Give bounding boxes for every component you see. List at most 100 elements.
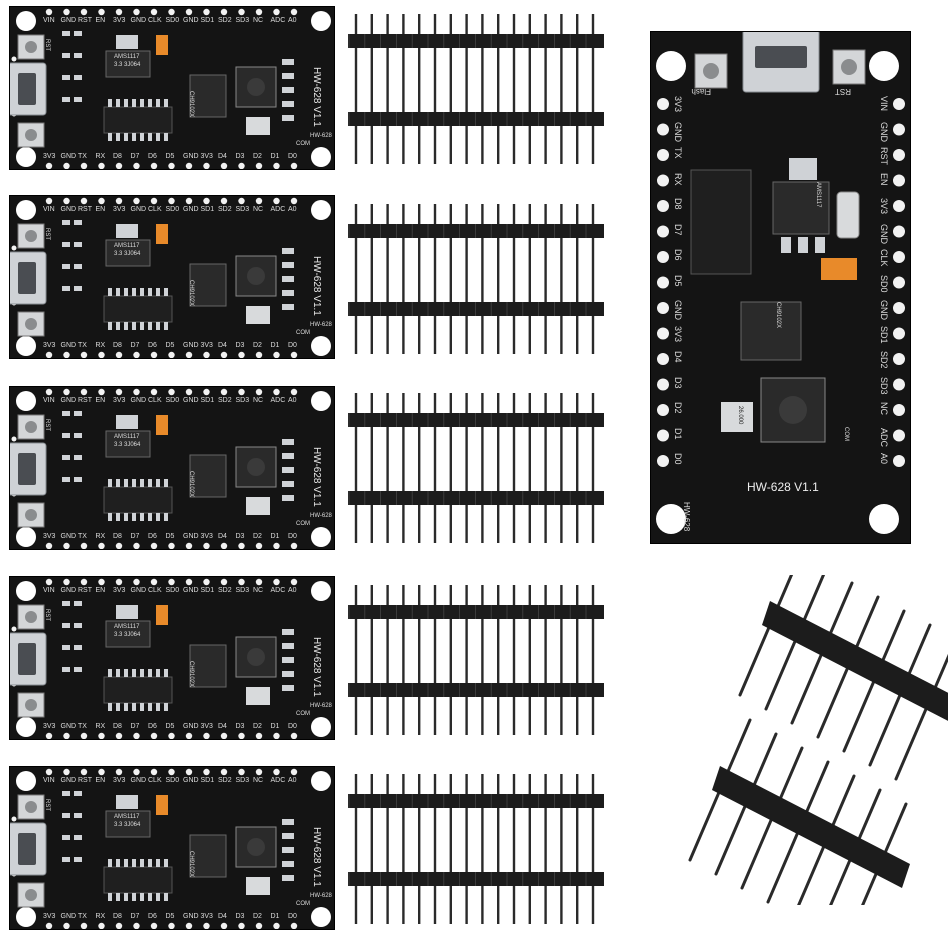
header-pin <box>576 393 579 543</box>
top-pin-label: NC <box>253 777 264 784</box>
smd-component <box>62 433 70 438</box>
bottom-pin-label: D3 <box>235 723 245 730</box>
big-left-pin-label: TX <box>673 147 683 159</box>
top-pin-label: EN <box>95 397 106 404</box>
pin-pad <box>45 162 53 169</box>
pin-pad <box>150 578 158 586</box>
smd-component <box>282 495 294 501</box>
big-left-pin-label: GND <box>673 121 683 142</box>
regulator-chip <box>105 810 151 838</box>
pin-pad <box>255 351 263 358</box>
crystal-26mhz <box>246 306 270 324</box>
crystal-26mhz <box>246 877 270 895</box>
header-pin <box>544 774 547 924</box>
pin-pad <box>80 732 88 739</box>
smd-component <box>282 101 294 107</box>
pin-pad <box>203 768 210 776</box>
top-pin-label: RST <box>78 397 92 404</box>
bottom-pin-label: D5 <box>165 913 175 920</box>
bottom-pin-label: D8 <box>113 342 122 349</box>
bottom-pin-label: TX <box>78 533 87 540</box>
usb-uart-chip <box>103 866 173 894</box>
bottom-pin-label: D8 <box>113 913 122 920</box>
header-pin <box>354 393 358 543</box>
pin-pad <box>185 197 193 205</box>
pin-pad <box>893 378 905 391</box>
top-pin-label: 3V3 <box>113 777 126 784</box>
big-board-com-label: COM <box>843 427 849 441</box>
mount-hole <box>16 907 36 927</box>
pin-pad <box>273 197 280 205</box>
pin-pad <box>238 351 245 358</box>
loose-pin-headers <box>680 553 950 946</box>
header-pin <box>465 393 468 543</box>
pin-pad <box>185 388 193 396</box>
pin-pad <box>168 732 175 739</box>
top-pin-label: 3V3 <box>113 397 126 404</box>
smd-component <box>62 667 70 672</box>
rst-label: RST <box>44 419 50 431</box>
pin-pad <box>115 8 123 16</box>
big-right-pin-label: EN <box>879 172 889 186</box>
pin-pad <box>657 123 669 136</box>
bottom-pin-label: D7 <box>130 342 140 349</box>
top-pin-label: SD3 <box>235 587 250 594</box>
pin-pad <box>273 578 280 586</box>
mount-hole <box>311 527 331 547</box>
bottom-pin-label: 3V3 <box>43 723 56 730</box>
pin-pad <box>133 542 140 549</box>
top-pin-label: CLK <box>148 206 162 213</box>
pin-pad <box>45 768 53 776</box>
smd-component <box>282 453 294 459</box>
pin-pad <box>98 162 105 169</box>
header-pin <box>481 393 484 543</box>
pin-pad <box>11 56 17 62</box>
smd-component <box>62 601 70 606</box>
pin-pad <box>80 162 88 169</box>
pin-pad <box>63 732 70 739</box>
pin-pad <box>255 768 263 776</box>
top-pin-label: SD0 <box>165 777 180 784</box>
bottom-pin-label: D4 <box>218 342 227 349</box>
pin-pad <box>80 542 88 549</box>
flash-memory-chip <box>189 74 227 118</box>
smd-component <box>62 645 70 650</box>
smd-component <box>282 847 294 853</box>
pin-pad <box>893 251 905 263</box>
pin-pad <box>80 8 88 16</box>
mount-hole <box>869 504 899 534</box>
top-pin-label: GND <box>60 206 77 213</box>
big-right-pin-label: VIN <box>879 96 889 112</box>
pin-pad <box>220 162 228 169</box>
header-pin <box>449 204 452 354</box>
smd-component <box>282 657 294 663</box>
bottom-pin-label: D6 <box>148 533 157 540</box>
big-left-pin-label: D6 <box>673 249 683 261</box>
pin-pad <box>657 276 669 289</box>
pin-pad <box>98 578 105 586</box>
pin-pad <box>203 8 210 16</box>
smd-component <box>62 264 70 269</box>
smd-component <box>74 31 82 36</box>
header-pin <box>544 585 547 735</box>
pin-pad <box>115 351 123 358</box>
top-pin-label: SD3 <box>235 206 250 213</box>
smd-component <box>74 857 82 862</box>
header-pin <box>465 585 468 735</box>
top-pin-label: GND <box>130 17 147 24</box>
pin-pad <box>203 388 210 396</box>
flash-memory-chip <box>189 644 227 688</box>
top-pin-label: GND <box>130 587 147 594</box>
header-plastic-bar <box>348 302 604 316</box>
top-pin-label: VIN <box>43 777 55 784</box>
header-pin <box>544 204 547 354</box>
model-label: HW-628 V1.1 <box>311 637 322 697</box>
pin-pad <box>238 388 245 396</box>
top-pin-label: CLK <box>148 17 162 24</box>
smd-component <box>74 667 82 672</box>
pin-pad <box>150 197 158 205</box>
pin-pad <box>80 768 88 776</box>
mount-hole <box>311 907 331 927</box>
